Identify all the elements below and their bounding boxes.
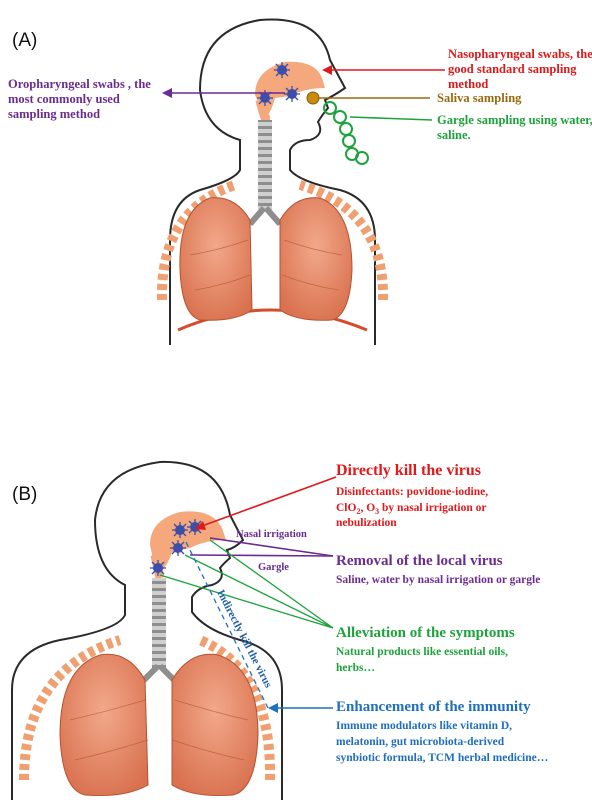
removal-desc: Saline, water by nasal irrigation or gar… — [336, 574, 540, 586]
alleviation-desc: Natural products like essential oils, he… — [336, 646, 511, 674]
immunity-desc: Immune modulators like vitamin D, melato… — [336, 720, 548, 764]
right-lung-a — [280, 198, 352, 321]
virus-icon — [170, 540, 186, 556]
oropharyngeal-label: Oropharyngeal swabs , the most commonly … — [8, 77, 154, 121]
left-lung-a — [180, 198, 252, 321]
gargle-label-b: Gargle — [258, 562, 289, 573]
alleviation-title: Alleviation of the symptoms — [336, 625, 515, 641]
panel-b: (B) Directly k — [12, 462, 548, 800]
panel-a: (A) — [8, 20, 592, 346]
kill-virus-title: Directly kill the virus — [336, 462, 481, 479]
left-lung-b — [60, 654, 148, 795]
right-lung-b — [172, 654, 258, 795]
virus-icon — [284, 86, 300, 102]
trachea-a — [258, 120, 272, 210]
nasal-irrigation-label: Nasal irrigation — [236, 529, 307, 540]
virus-icon — [274, 62, 290, 78]
kill-virus-desc-line1: Disinfectants: povidone-iodine, — [336, 486, 488, 498]
immunity-title: Enhancement of the immunity — [336, 699, 531, 715]
kill-virus-desc-line2: ClO2, O3 by nasal irrigation or — [336, 502, 487, 516]
panel-b-label: (B) — [12, 484, 37, 505]
panel-a-label: (A) — [12, 30, 37, 51]
gargle-label: Gargle sampling using water, saline. — [437, 113, 592, 142]
trachea-b — [152, 578, 166, 668]
gargle-bubbles-icon — [324, 102, 368, 164]
virus-icon — [172, 522, 188, 538]
saliva-label: Saliva sampling — [437, 91, 522, 105]
nasopharyngeal-label: Nasopharyngeal swabs, the good standard … — [448, 47, 592, 91]
removal-title: Removal of the local virus — [336, 553, 503, 569]
virus-icon — [150, 560, 166, 576]
kill-virus-desc-line3: nebulization — [336, 517, 397, 529]
saliva-drop-icon — [307, 92, 319, 104]
